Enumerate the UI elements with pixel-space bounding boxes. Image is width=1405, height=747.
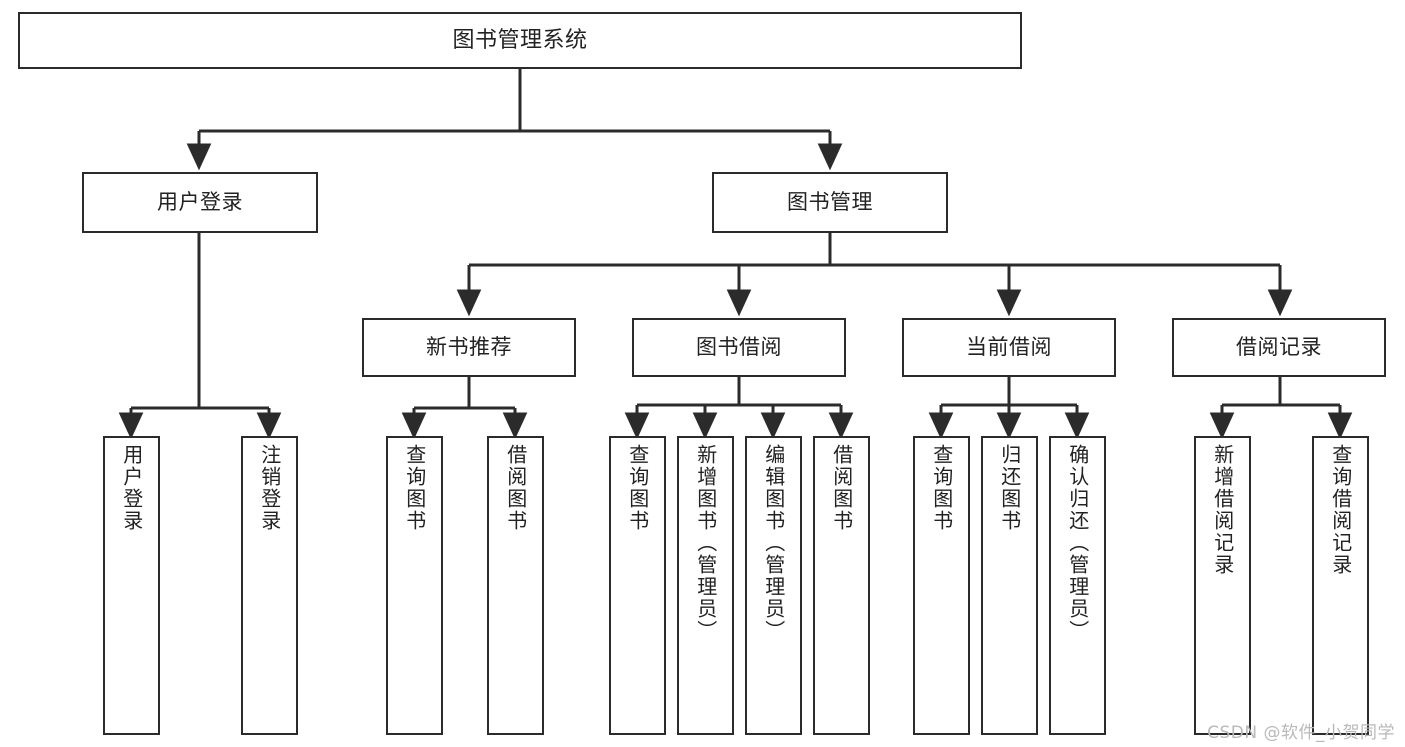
node-current-borrow-label: 当前借阅 [966, 335, 1052, 360]
node-book-borrow[interactable]: 图书借阅 [632, 318, 846, 377]
node-book-manage-label: 图书管理 [787, 190, 873, 215]
node-leaf-borrow-book-2-label: 借阅图书 [829, 444, 854, 532]
node-borrow-record-label: 借阅记录 [1236, 335, 1322, 360]
node-new-book-recommend[interactable]: 新书推荐 [362, 318, 576, 377]
node-user-login-label: 用户登录 [157, 190, 243, 215]
csdn-watermark: CSDN @软件_小贺同学 [1207, 723, 1395, 743]
node-leaf-confirm-return[interactable]: 确认归还（管理员） [1049, 436, 1106, 735]
node-leaf-add-record[interactable]: 新增借阅记录 [1194, 436, 1251, 735]
node-leaf-add-book[interactable]: 新增图书（管理员） [677, 436, 734, 735]
node-leaf-query-book-2[interactable]: 查询图书 [609, 436, 666, 735]
node-book-borrow-label: 图书借阅 [696, 335, 782, 360]
node-leaf-query-book-3[interactable]: 查询图书 [913, 436, 970, 735]
node-leaf-user-login[interactable]: 用户登录 [103, 436, 160, 735]
node-leaf-confirm-return-label: 确认归还（管理员） [1065, 444, 1090, 642]
node-leaf-logout[interactable]: 注销登录 [241, 436, 298, 735]
node-new-book-recommend-label: 新书推荐 [426, 335, 512, 360]
node-leaf-edit-book[interactable]: 编辑图书（管理员） [745, 436, 802, 735]
node-leaf-query-book-1[interactable]: 查询图书 [386, 436, 443, 735]
node-leaf-query-book-1-label: 查询图书 [402, 444, 427, 532]
node-leaf-add-book-label: 新增图书（管理员） [693, 444, 718, 642]
node-leaf-query-book-3-label: 查询图书 [929, 444, 954, 532]
node-leaf-add-record-label: 新增借阅记录 [1210, 444, 1235, 576]
node-leaf-user-login-label: 用户登录 [119, 444, 144, 532]
node-root[interactable]: 图书管理系统 [18, 12, 1022, 69]
node-leaf-query-book-2-label: 查询图书 [625, 444, 650, 532]
node-leaf-query-record[interactable]: 查询借阅记录 [1312, 436, 1369, 735]
node-leaf-logout-label: 注销登录 [257, 444, 282, 532]
node-root-label: 图书管理系统 [452, 27, 588, 53]
node-leaf-edit-book-label: 编辑图书（管理员） [761, 444, 786, 642]
node-leaf-query-record-label: 查询借阅记录 [1328, 444, 1353, 576]
node-book-manage[interactable]: 图书管理 [712, 172, 948, 233]
node-leaf-return-book-label: 归还图书 [997, 444, 1022, 532]
node-current-borrow[interactable]: 当前借阅 [902, 318, 1116, 377]
node-leaf-borrow-book-1-label: 借阅图书 [503, 444, 528, 532]
node-user-login[interactable]: 用户登录 [82, 172, 318, 233]
node-leaf-borrow-book-1[interactable]: 借阅图书 [487, 436, 544, 735]
node-leaf-borrow-book-2[interactable]: 借阅图书 [813, 436, 870, 735]
node-borrow-record[interactable]: 借阅记录 [1172, 318, 1386, 377]
node-leaf-return-book[interactable]: 归还图书 [981, 436, 1038, 735]
